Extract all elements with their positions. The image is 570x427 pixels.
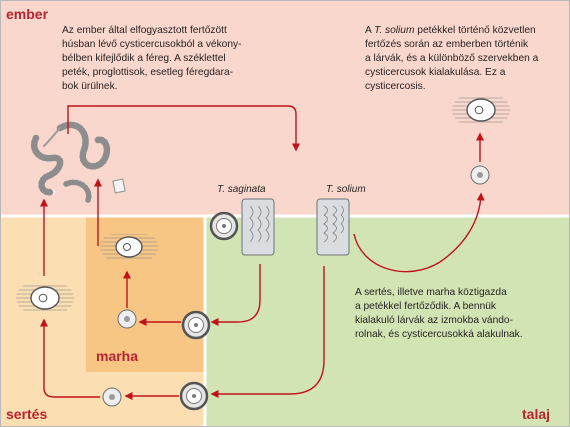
text-line: rolnak, és cysticercusokká alakulnak. (355, 329, 523, 340)
adult-tapeworm-illustration (30, 121, 126, 203)
zone-label-pig: sertés (6, 406, 48, 422)
solium-proglottid (316, 198, 350, 256)
zone-label-cattle: marha (96, 348, 139, 364)
text-line: bélben kifejlődik a féreg. A széklettel (62, 53, 226, 64)
larva-human (470, 165, 490, 185)
life-cycle-arrows (40, 105, 485, 400)
text-species: T. solium (374, 25, 415, 36)
egg-soil-2 (179, 381, 209, 411)
zone-label-soil: talaj (522, 406, 551, 422)
egg-saginata (209, 211, 239, 241)
text-human-infection: Az ember által elfogyasztott fertőzött h… (62, 24, 242, 94)
arrow-solium-to-human (353, 192, 485, 273)
text-line: peték, proglottisok, esetleg féregdara- (62, 67, 234, 78)
larva-cattle (117, 309, 137, 329)
text-line: húsban lévő cysticercusokból a vékony- (62, 39, 242, 50)
species-label-solium: T. solium (326, 184, 366, 195)
text-line: A sertés, illetve marha köztigazda (355, 287, 507, 298)
egg-soil-1 (181, 310, 211, 340)
zone-label-human: ember (6, 6, 49, 22)
text-line: cysticercosis. (365, 81, 426, 92)
cysticercus-pig (16, 284, 74, 312)
text-line: fertőzés során az emberben történik (365, 39, 529, 50)
arrow-solium-to-soil (210, 266, 325, 398)
text-line: cysticercusok kialakulása. Ez a (365, 67, 506, 78)
arrow-saginata-to-soil (210, 264, 261, 326)
larva-pig (102, 387, 122, 407)
text-line: kialakuló lárvák az izmokba vándo- (355, 315, 513, 326)
text-line: bok ürülnek. (62, 81, 118, 92)
arrow-human-to-feces (67, 105, 300, 152)
text-rest: petékkel történő közvetlen (414, 25, 536, 36)
text-direct-infection: A T. solium petékkel történő közvetlen f… (365, 24, 538, 94)
text-line: a lárvák, és a különböző szervekben a (365, 53, 539, 64)
arrow-pig-larva-left (40, 318, 100, 398)
text-line: A T. solium petékkel történő közvetlen (365, 24, 538, 38)
text-line: a petékkel fertőződik. A bennük (355, 301, 497, 312)
text-line: Az ember által elfogyasztott fertőzött (62, 25, 227, 36)
cysticercus-cattle (100, 234, 158, 260)
text-prefix: A (365, 25, 375, 36)
cysticercus-human (452, 96, 510, 124)
text-animal-infection: A sertés, illetve marha köztigazda a pet… (355, 286, 523, 342)
saginata-proglottid (241, 198, 275, 256)
species-label-saginata: T. saginata (217, 184, 266, 195)
